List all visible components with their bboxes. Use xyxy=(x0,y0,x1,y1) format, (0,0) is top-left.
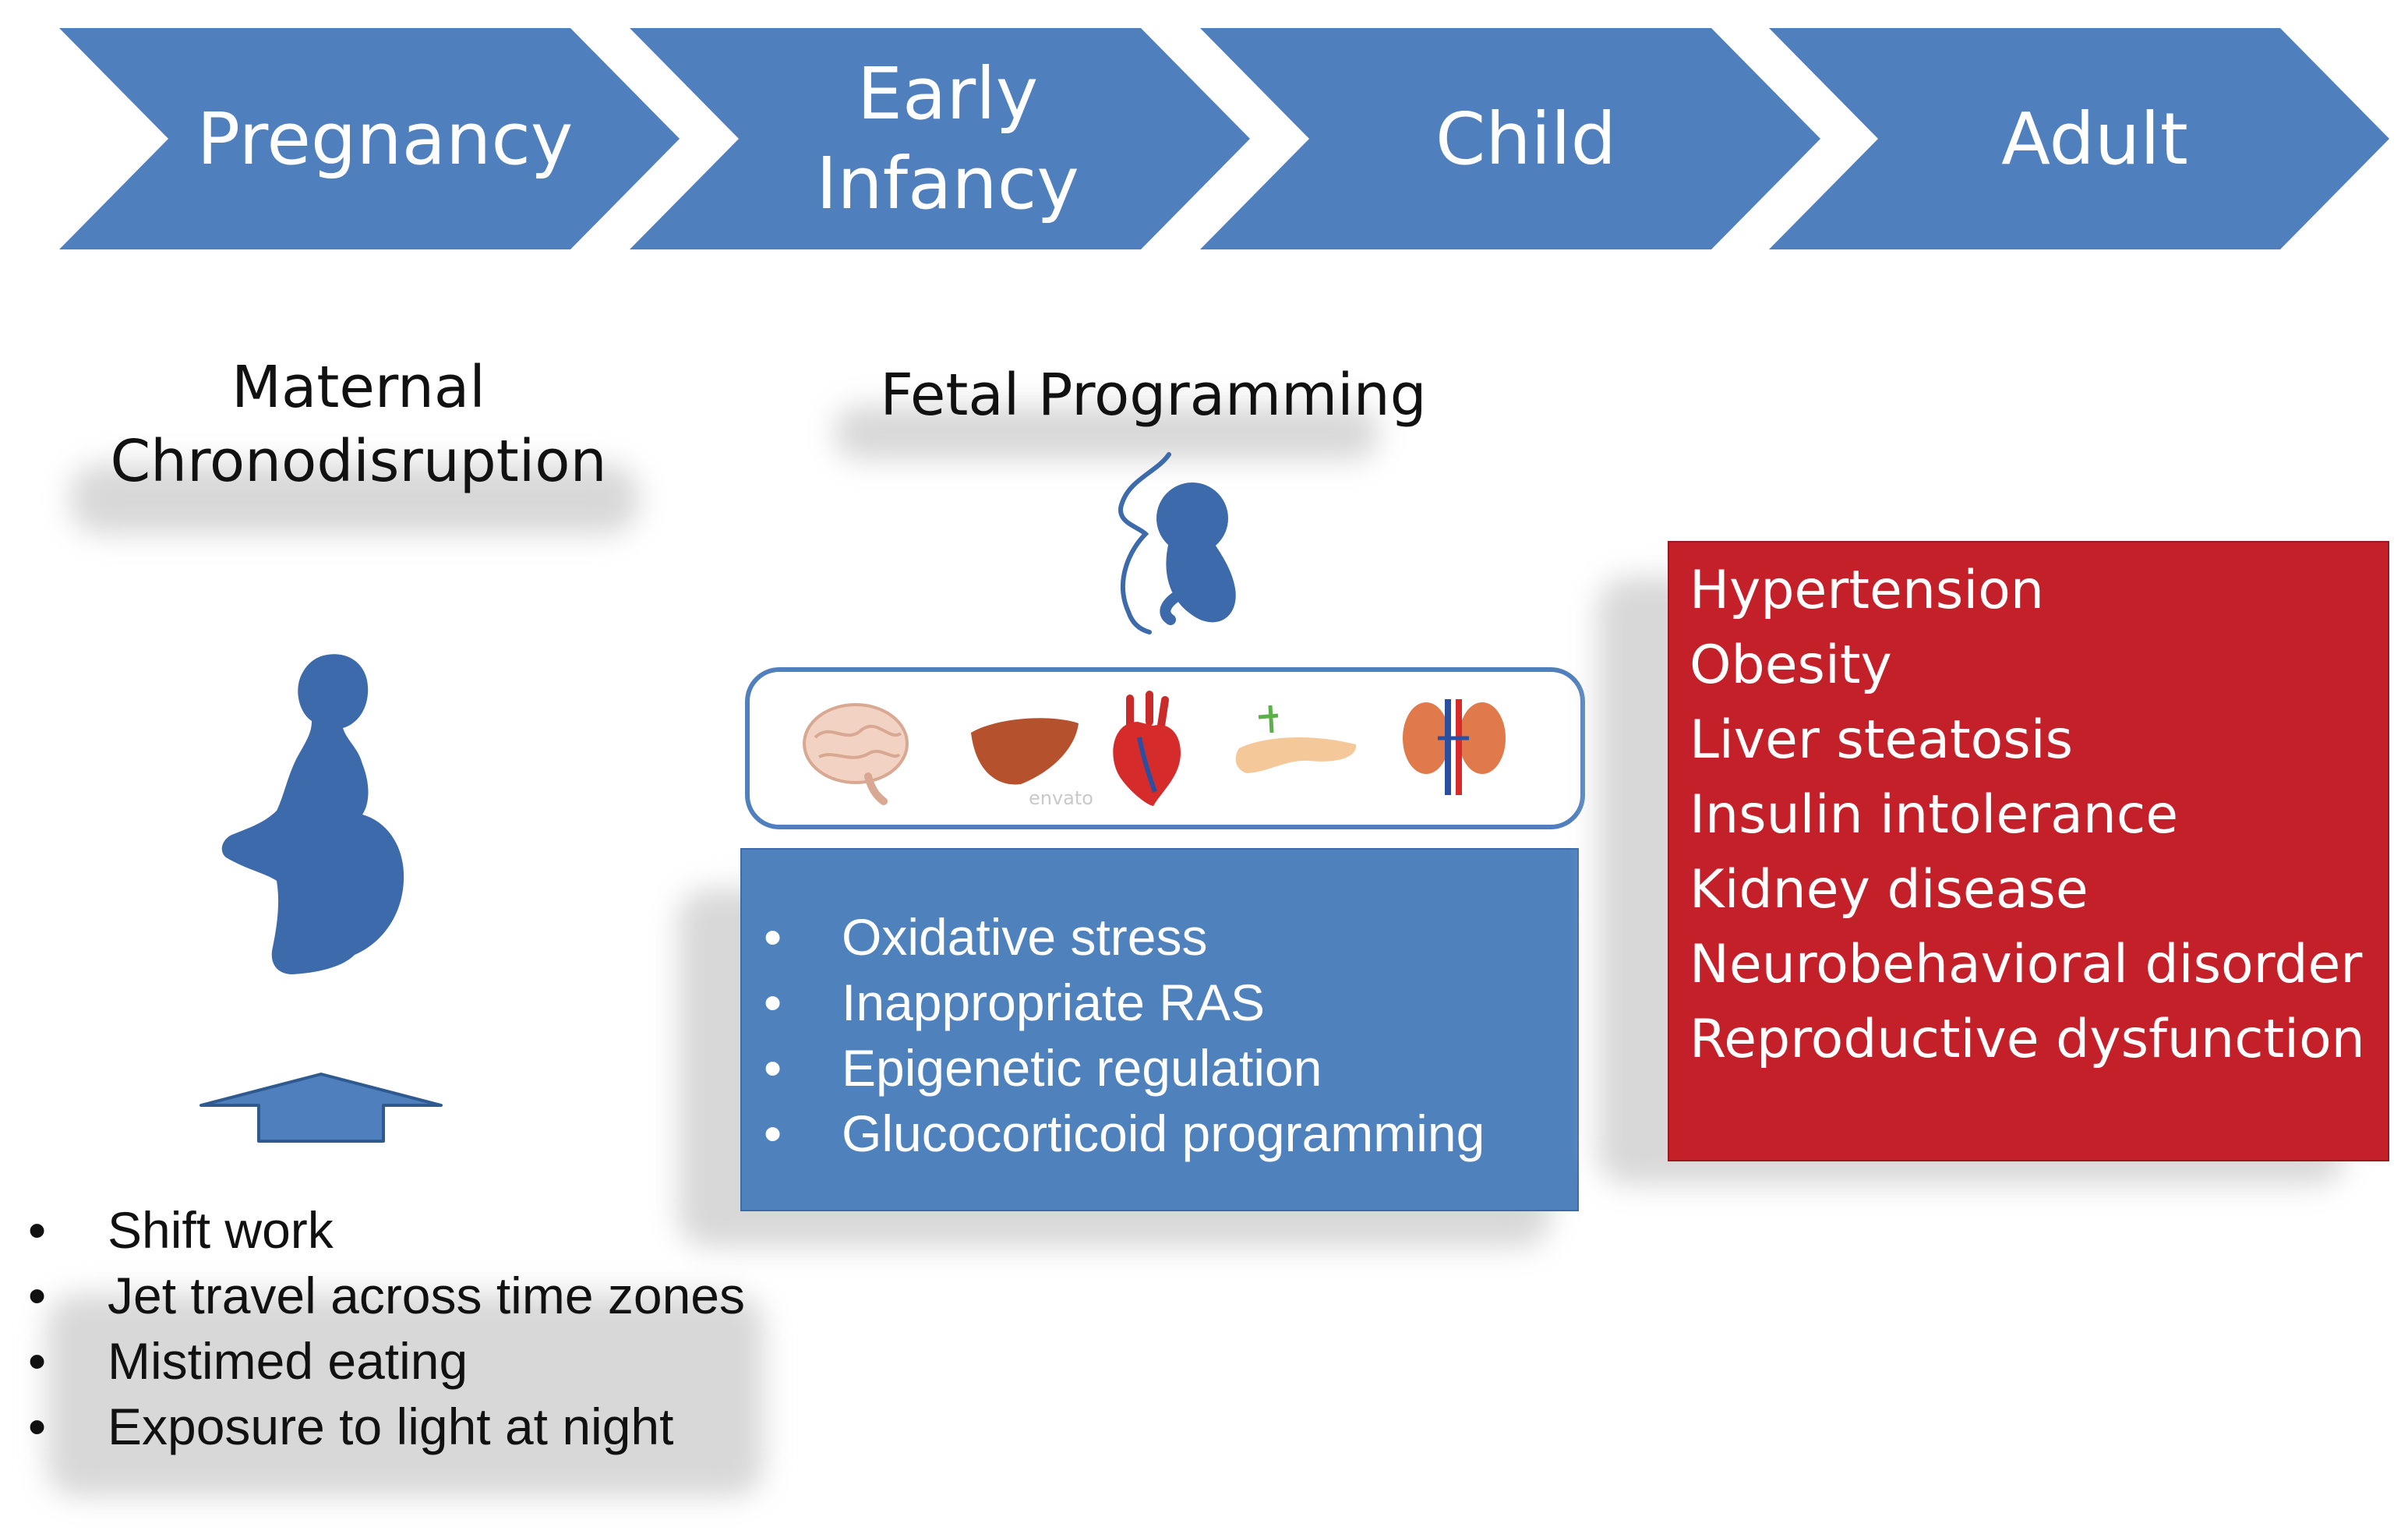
list-item: Reproductive dysfunction xyxy=(1689,1009,2365,1070)
mechanisms-list: •Oxidative stress •Inappropriate RAS •Ep… xyxy=(764,904,1485,1166)
pregnant-woman-icon xyxy=(221,654,404,974)
chevron-shape xyxy=(59,28,680,249)
chevron-shape xyxy=(1200,28,1820,249)
chevron-shape xyxy=(1769,28,2389,249)
up-arrow-icon xyxy=(199,1073,443,1143)
causes-list: •Shift work •Jet travel across time zone… xyxy=(28,1197,745,1459)
fetus-icon xyxy=(1118,452,1236,634)
maternal-heading: Maternal Chronodisruption xyxy=(110,354,607,495)
list-item: •Epigenetic regulation xyxy=(764,1039,1322,1097)
list-item: •Jet travel across time zones xyxy=(28,1267,745,1324)
fetal-heading: Fetal Programming xyxy=(880,362,1427,429)
brain-icon xyxy=(803,703,909,805)
stage-chevron-pregnancy: Pregnancy xyxy=(59,28,680,249)
heart-icon xyxy=(1113,691,1181,806)
stage-label: Early Infancy xyxy=(816,52,1079,225)
stage-label: Pregnancy xyxy=(196,97,574,181)
mechanisms-box xyxy=(740,848,1579,1211)
stage-chevron-early-infancy: Early Infancy xyxy=(630,28,1250,249)
liver-icon xyxy=(971,718,1079,785)
outcomes-list: Hypertension Obesity Liver steatosis Ins… xyxy=(1689,553,2365,1077)
list-item: Liver steatosis xyxy=(1689,709,2074,771)
list-item: •Oxidative stress xyxy=(764,908,1208,966)
heading-shadow xyxy=(834,405,1379,460)
pancreas-icon xyxy=(1235,705,1357,773)
outcomes-box xyxy=(1668,541,2389,1161)
list-item: •Shift work xyxy=(28,1201,334,1259)
stage-chevron-child: Child xyxy=(1200,28,1820,249)
causes-shadow xyxy=(47,1294,764,1497)
list-item: •Glucocorticoid programming xyxy=(764,1105,1485,1162)
list-item: Hypertension xyxy=(1689,560,2044,621)
stage-label: Adult xyxy=(2001,97,2188,181)
list-item: Obesity xyxy=(1689,634,1892,696)
list-item: •Mistimed eating xyxy=(28,1332,468,1390)
list-item: •Inappropriate RAS xyxy=(764,974,1265,1031)
heading-shadow xyxy=(70,464,639,534)
list-item: Kidney disease xyxy=(1689,859,2088,921)
list-item: •Exposure to light at night xyxy=(28,1398,674,1455)
list-item: Insulin intolerance xyxy=(1689,784,2179,846)
stage-chevron-adult: Adult xyxy=(1769,28,2389,249)
stage-label: Child xyxy=(1435,97,1617,181)
chevron-shape xyxy=(630,28,1250,249)
kidney-icon xyxy=(1403,699,1506,795)
watermark-text: envato xyxy=(1029,787,1093,809)
list-item: Neurobehavioral disorder xyxy=(1689,934,2363,995)
